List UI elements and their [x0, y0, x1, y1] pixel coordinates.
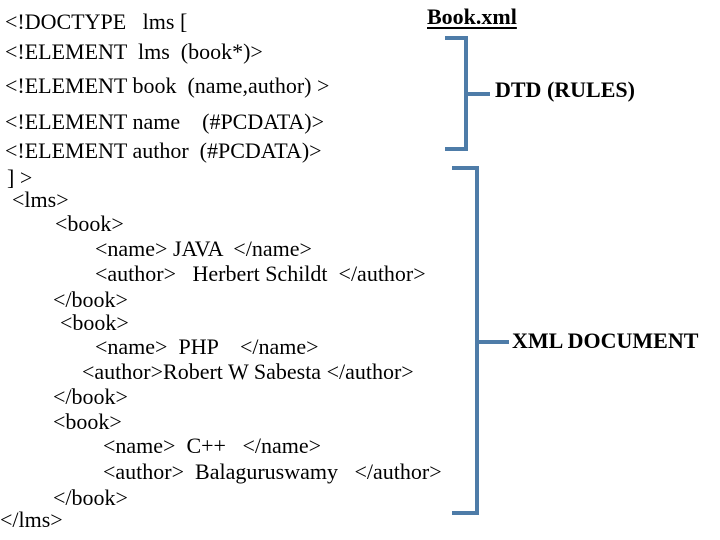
xml-book1-name-line: <name> JAVA </name>	[95, 236, 312, 261]
dtd-bracket-top-tick	[445, 36, 468, 40]
dtd-element-lms-line: <!ELEMENT lms (book*)>	[5, 39, 263, 64]
xml-book2-close-line: </book>	[53, 384, 128, 409]
xml-book2-open-line: <book>	[60, 310, 129, 335]
filename-title: Book.xml	[427, 4, 517, 29]
xml-bracket-middle-tick	[477, 340, 509, 344]
dtd-bracket-middle-tick	[466, 92, 490, 96]
xml-bracket-top-tick	[452, 166, 479, 170]
xml-book1-author-line: <author> Herbert Schildt </author>	[95, 261, 426, 286]
xml-book3-close-line: </book>	[53, 485, 128, 510]
dtd-rules-label: DTD (RULES)	[495, 77, 635, 102]
xml-book3-author-line: <author> Balaguruswamy </author>	[103, 459, 442, 484]
xml-document-label: XML DOCUMENT	[512, 328, 699, 353]
dtd-close-line: ] >	[7, 165, 33, 190]
xml-lms-open-line: <lms>	[12, 187, 69, 212]
xml-bracket-bottom-tick	[452, 511, 479, 515]
xml-book1-close-line: </book>	[53, 287, 128, 312]
dtd-bracket-bottom-tick	[445, 147, 468, 151]
dtd-element-name-line: <!ELEMENT name (#PCDATA)>	[5, 109, 324, 134]
xml-book3-open-line: <book>	[53, 409, 122, 434]
dtd-element-author-line: <!ELEMENT author (#PCDATA)>	[5, 138, 322, 163]
xml-book2-author-line: <author>Robert W Sabesta </author>	[82, 359, 414, 384]
xml-book2-name-line: <name> PHP </name>	[95, 334, 319, 359]
xml-book1-open-line: <book>	[55, 211, 124, 236]
dtd-doctype-line: <!DOCTYPE lms [	[5, 9, 188, 34]
xml-book3-name-line: <name> C++ </name>	[103, 433, 322, 458]
xml-lms-close-line: </lms>	[0, 507, 63, 532]
dtd-element-book-line: <!ELEMENT book (name,author) >	[5, 73, 330, 98]
